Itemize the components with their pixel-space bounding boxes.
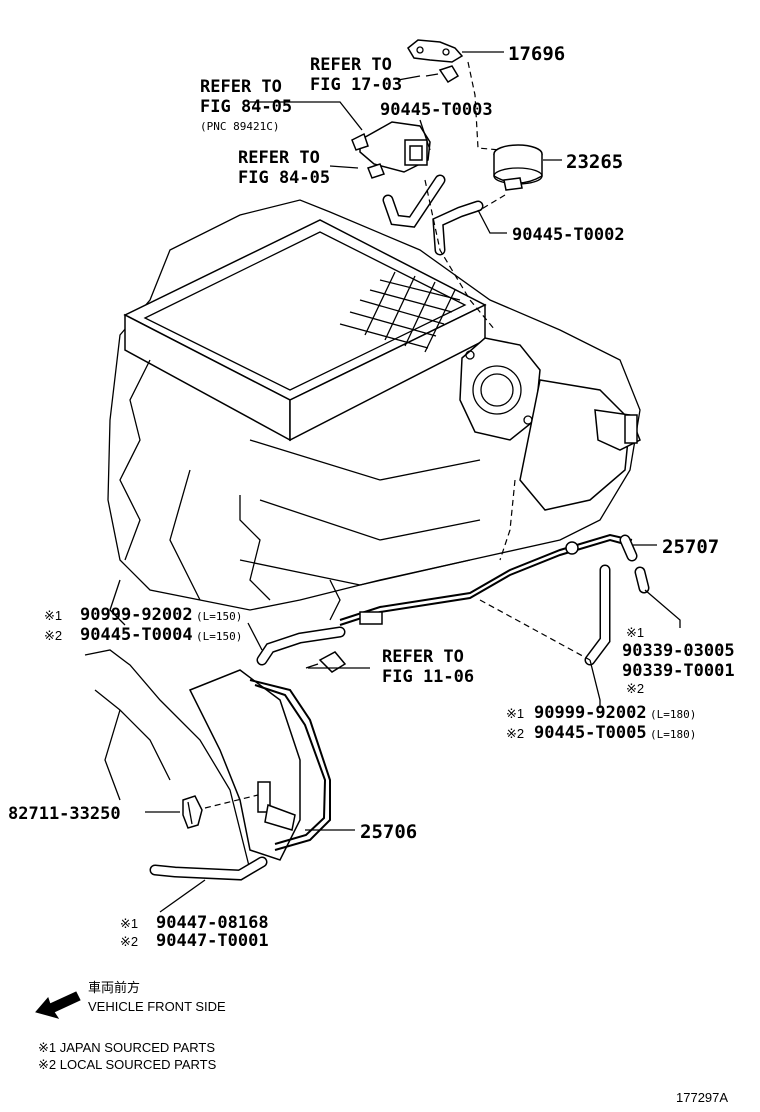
hose-left-labels[interactable]: ※1 90999-92002 (L=150) ※2 90445-T0004 (L… (44, 605, 242, 645)
hose-left-l150[interactable] (256, 626, 346, 666)
part-number-25706[interactable]: 25706 (360, 821, 417, 843)
part-number: 90339-03005 (622, 641, 735, 661)
note-local-sourced: ※2 LOCAL SOURCED PARTS (38, 1057, 217, 1072)
ref-line1: REFER TO (310, 55, 392, 75)
part-number: 90999-92002 (80, 605, 193, 625)
timing-cover-illustration (84, 649, 301, 871)
mark-2: ※2 (120, 934, 138, 949)
figure-id: 177297A (676, 1090, 728, 1105)
bracket-17696[interactable] (407, 39, 464, 63)
ref-line2: FIG 84-05 (238, 168, 330, 188)
ref-line1: REFER TO (382, 647, 464, 667)
hose-right-labels[interactable]: ※1 90999-92002 (L=180) ※2 90445-T0005 (L… (506, 703, 696, 743)
part-number-23265[interactable]: 23265 (566, 151, 623, 173)
ref-fig-84-05-b[interactable]: REFER TO FIG 84-05 (238, 148, 330, 188)
length-note: (L=180) (650, 708, 696, 721)
part-number: 90445-T0005 (534, 723, 647, 743)
pnc-code: (PNC 89421C) (200, 120, 279, 133)
hose-90445-t0002[interactable] (432, 200, 484, 256)
part-number: 90445-T0004 (80, 625, 193, 645)
bolt-icon[interactable] (425, 65, 460, 84)
part-number: 90447-08168 (156, 913, 269, 933)
mark-1: ※1 (506, 706, 524, 721)
front-side-jp: 車両前方 (88, 980, 140, 995)
ref-line2: FIG 11-06 (382, 667, 474, 687)
part-number: 90447-T0001 (156, 931, 269, 951)
bolt-icon[interactable] (305, 651, 347, 673)
mark-2: ※2 (626, 681, 644, 696)
part-number: 90339-T0001 (622, 661, 735, 681)
ref-fig-84-05-a[interactable]: REFER TO FIG 84-05 (PNC 89421C) (200, 77, 292, 133)
length-note: (L=180) (650, 728, 696, 741)
part-number-90445-t0003[interactable]: 90445-T0003 (380, 100, 493, 120)
length-note: (L=150) (196, 630, 242, 643)
hose-25707-end[interactable] (619, 534, 650, 594)
ref-line1: REFER TO (238, 148, 320, 168)
throttle-body (459, 337, 641, 511)
clip-right-labels[interactable]: ※1 90339-03005 90339-T0001 ※2 (622, 625, 735, 696)
hose-bottom[interactable] (149, 856, 268, 881)
vehicle-front-arrow-icon (35, 991, 81, 1019)
vsv-23265[interactable] (493, 144, 543, 191)
leader-lines (145, 51, 681, 913)
mark-1: ※1 (44, 608, 62, 623)
mark-1: ※1 (120, 916, 138, 931)
ref-line1: REFER TO (200, 77, 282, 97)
part-number-17696[interactable]: 17696 (508, 43, 565, 65)
part-number: 90999-92002 (534, 703, 647, 723)
mark-2: ※2 (44, 628, 62, 643)
pipe-25707[interactable] (339, 533, 633, 626)
hose-90445-t0003[interactable] (382, 174, 446, 228)
length-note: (L=150) (196, 610, 242, 623)
ref-fig-11-06[interactable]: REFER TO FIG 11-06 (382, 647, 474, 687)
clip-82711-33250[interactable] (182, 795, 203, 829)
part-number-82711-33250[interactable]: 82711-33250 (8, 804, 121, 824)
note-japan-sourced: ※1 JAPAN SOURCED PARTS (38, 1040, 215, 1055)
hose-right-l180[interactable] (584, 564, 611, 666)
ref-line2: FIG 17-03 (310, 75, 402, 95)
mark-1: ※1 (626, 625, 644, 640)
ref-line2: FIG 84-05 (200, 97, 292, 117)
part-number-25707[interactable]: 25707 (662, 536, 719, 558)
intercooler-fins (339, 271, 461, 353)
pipe-25706[interactable] (204, 679, 331, 851)
front-side-en: VEHICLE FRONT SIDE (88, 999, 226, 1014)
ref-fig-17-03[interactable]: REFER TO FIG 17-03 (310, 55, 402, 95)
part-number-90445-t0002[interactable]: 90445-T0002 (512, 225, 625, 245)
engine-illustration (107, 199, 641, 626)
map-sensor[interactable] (351, 121, 431, 173)
mark-2: ※2 (506, 726, 524, 741)
hose-bottom-labels[interactable]: ※1 90447-08168 ※2 90447-T0001 (120, 913, 269, 951)
bolt-icon[interactable] (367, 163, 385, 179)
